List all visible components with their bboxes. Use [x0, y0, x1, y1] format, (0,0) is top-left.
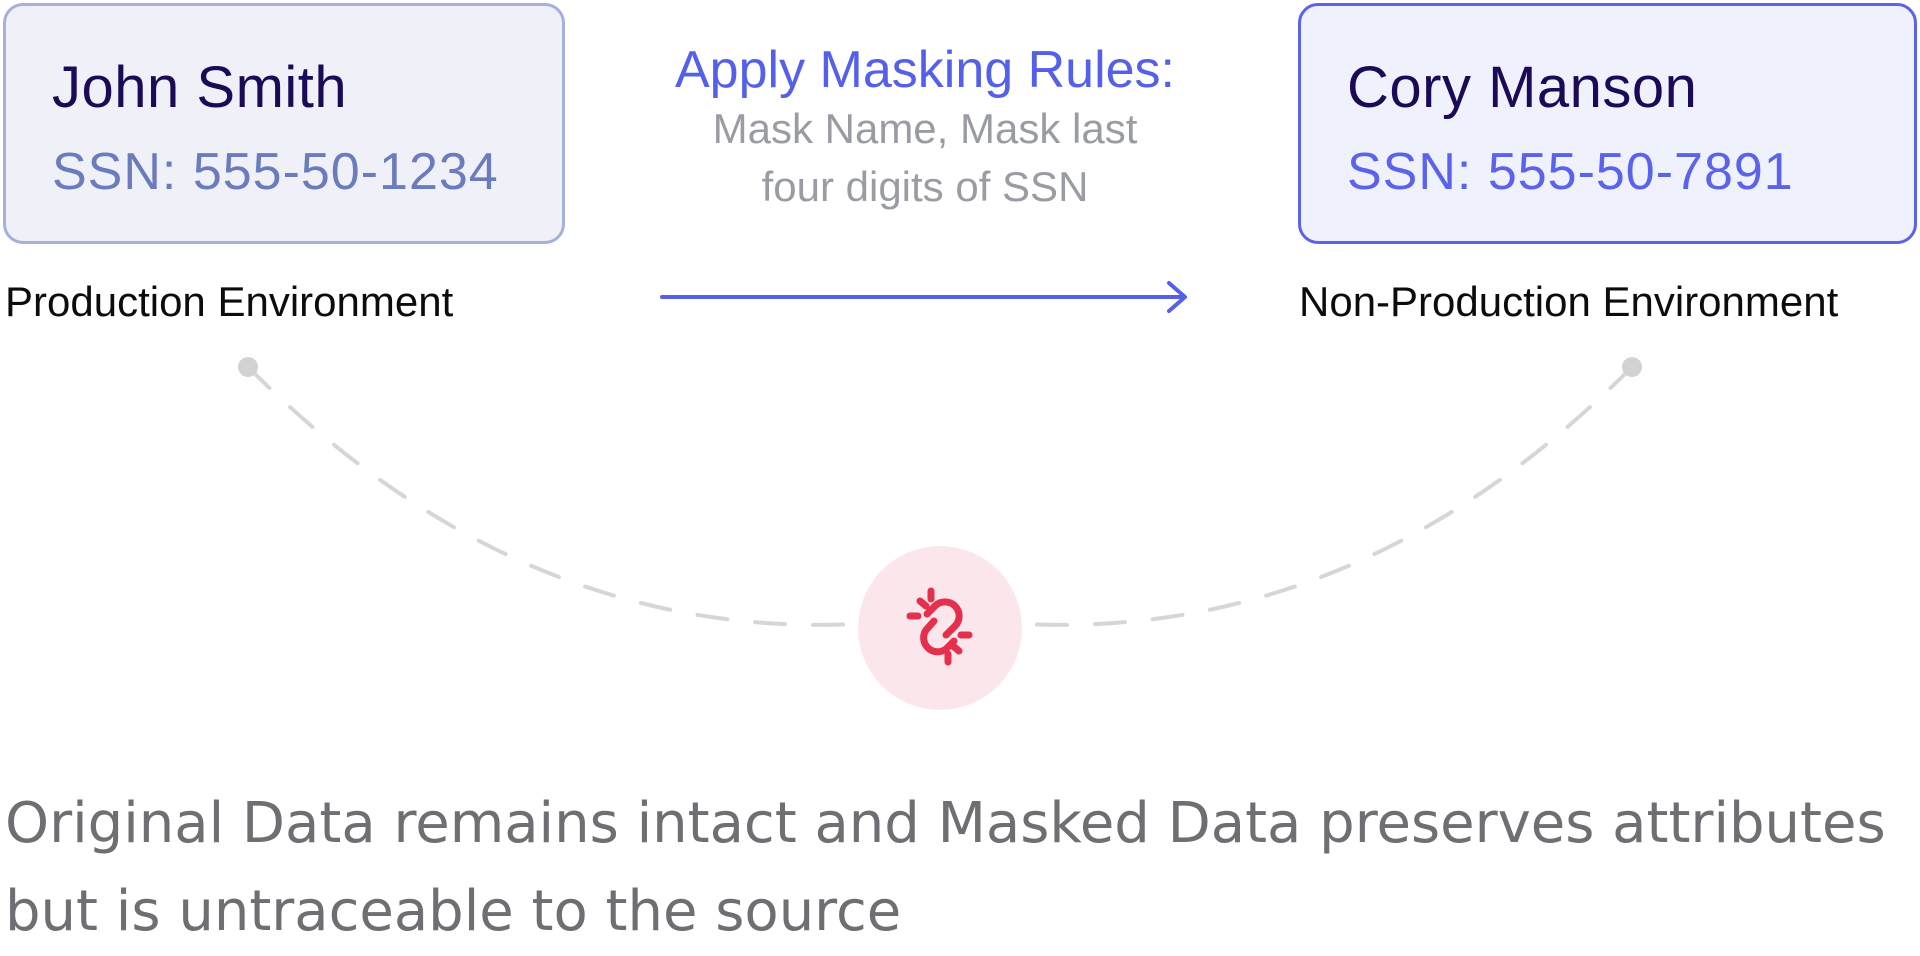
masking-rules-line-2: four digits of SSN — [761, 163, 1089, 210]
caption: Original Data remains intact and Masked … — [5, 780, 1915, 956]
flow-arrow — [660, 281, 1187, 313]
masking-rules-title: Apply Masking Rules: — [675, 41, 1175, 99]
source-record-card: John Smith SSN: 555-50-1234 — [3, 3, 565, 244]
broken-link-icon — [906, 587, 973, 666]
source-environment-label: Production Environment — [5, 278, 454, 325]
masked-ssn: SSN: 555-50-7891 — [1347, 143, 1794, 201]
target-anchor-dot — [1622, 357, 1642, 377]
source-name: John Smith — [52, 55, 348, 120]
masking-rules-description: Mask Name, Mask last four digits of SSN — [640, 100, 1210, 216]
right-dashed-connector — [1022, 365, 1634, 627]
masked-name: Cory Manson — [1347, 55, 1698, 120]
target-environment-label: Non-Production Environment — [1299, 278, 1839, 325]
source-ssn: SSN: 555-50-1234 — [52, 143, 499, 201]
caption-line-1: Original Data remains intact and Masked … — [5, 791, 1886, 856]
masking-rules-line-1: Mask Name, Mask last — [712, 105, 1138, 152]
caption-line-2: but is untraceable to the source — [5, 879, 902, 944]
source-anchor-dot — [238, 357, 258, 377]
broken-link-badge — [858, 546, 1022, 710]
masked-record-card: Cory Manson SSN: 555-50-7891 — [1298, 3, 1917, 244]
left-dashed-connector — [246, 365, 858, 627]
